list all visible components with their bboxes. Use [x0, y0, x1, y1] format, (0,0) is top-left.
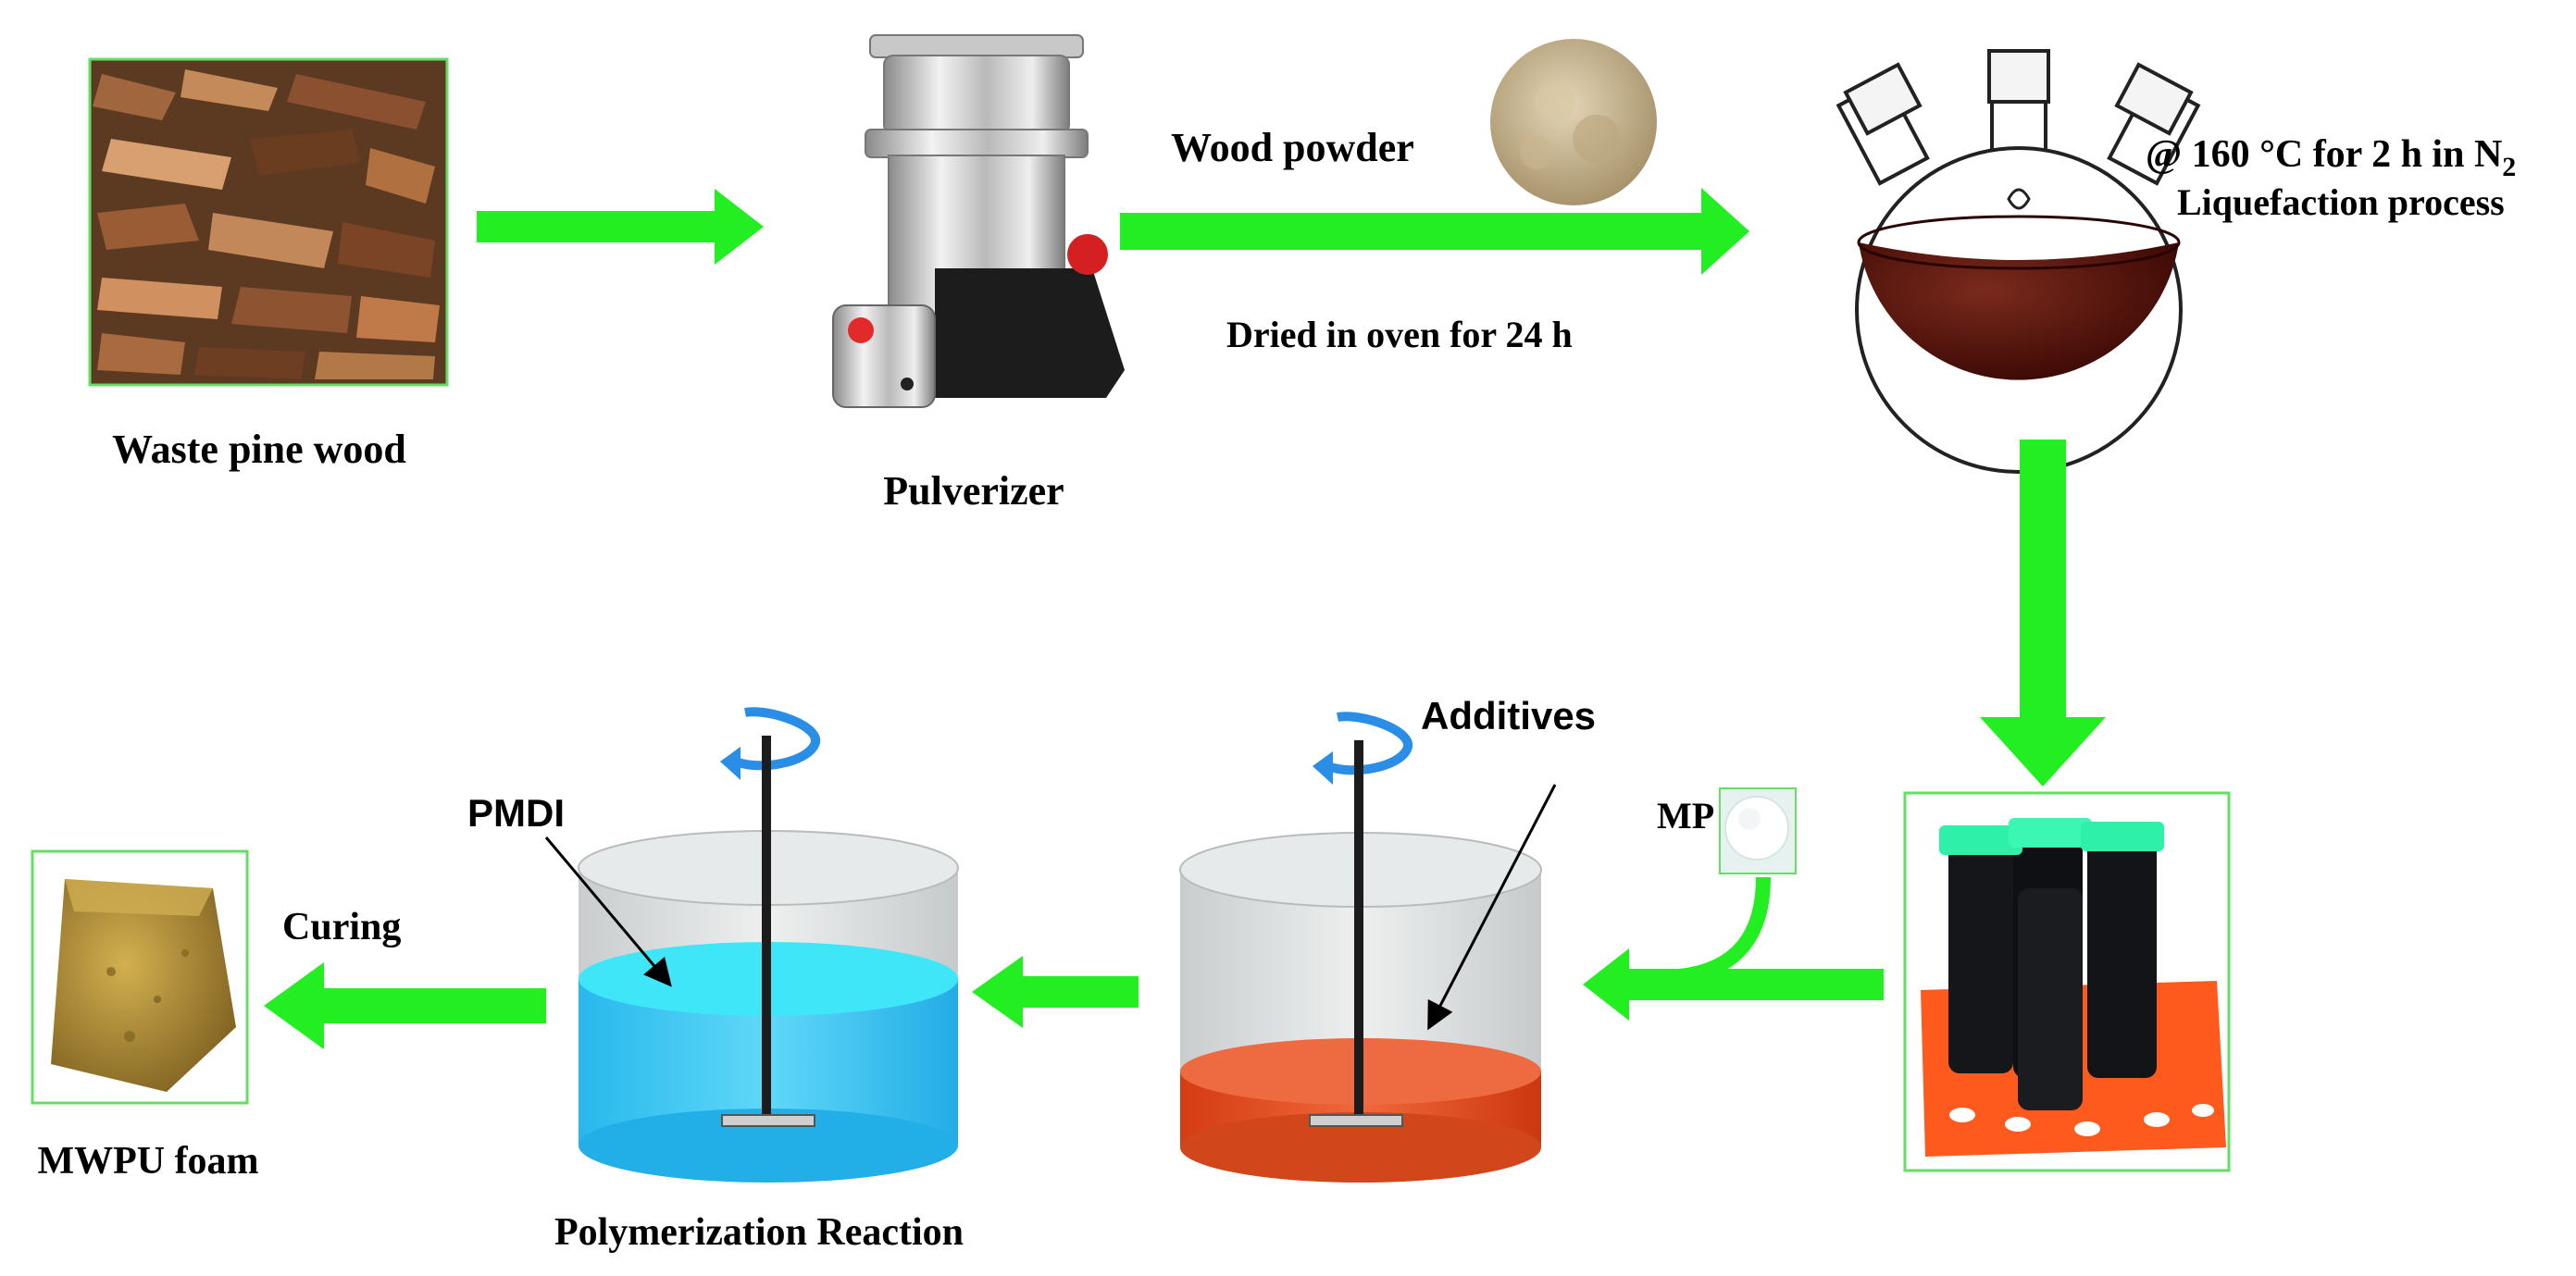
condition-label: @ 160 °C for 2 h in N2 [2146, 133, 2516, 182]
pulverizer-label: Pulverizer [883, 468, 1064, 514]
waste-pine-wood-label: Waste pine wood [112, 427, 406, 472]
additives-label: Additives [1421, 694, 1596, 737]
pulverizer-icon [832, 34, 1125, 408]
arrow-pulverizer-to-flask [1120, 188, 1749, 275]
wood-chips-icon [93, 69, 440, 379]
dried-in-oven-label: Dried in oven for 24 h [1226, 314, 1573, 355]
stirrer-pmdi [720, 707, 820, 1127]
arrow-wood-to-pulverizer [477, 189, 764, 265]
polymerization-label: Polymerization Reaction [554, 1211, 964, 1254]
condition-subscript: 2 [2502, 152, 2516, 182]
arrow-additive-to-pmdi-beaker [972, 956, 1139, 1028]
test-tube-rack-icon [1921, 818, 2226, 1157]
condition-prefix: @ 160 °C for 2 h in N [2146, 133, 2502, 176]
arrow-tubes-to-additive-beaker [1583, 948, 1884, 1021]
additives-pointer [1427, 784, 1557, 1031]
arrow-flask-to-tubes [1980, 440, 2106, 787]
foam-photo [31, 849, 249, 1105]
stirrer-additive [1309, 712, 1412, 1127]
curing-label: Curing [282, 906, 401, 948]
wood-powder-label: Wood powder [1171, 125, 1414, 170]
pine-wood-photo [88, 57, 449, 387]
three-neck-flask-icon [1836, 49, 2201, 474]
tube-rack-photo [1903, 791, 2231, 1172]
mwpu-foam-label: MWPU foam [37, 1140, 258, 1183]
pmdi-label: PMDI [467, 791, 565, 835]
foam-block-icon [51, 879, 236, 1092]
mp-connector-line [1657, 876, 1771, 984]
arrow-to-foam [264, 962, 546, 1049]
mp-label: MP [1657, 795, 1714, 836]
pmdi-pointer [544, 836, 672, 987]
mp-powder-icon [1719, 787, 1797, 874]
liquefaction-label: Liquefaction process [2177, 181, 2505, 223]
wood-powder-icon [1490, 39, 1657, 205]
